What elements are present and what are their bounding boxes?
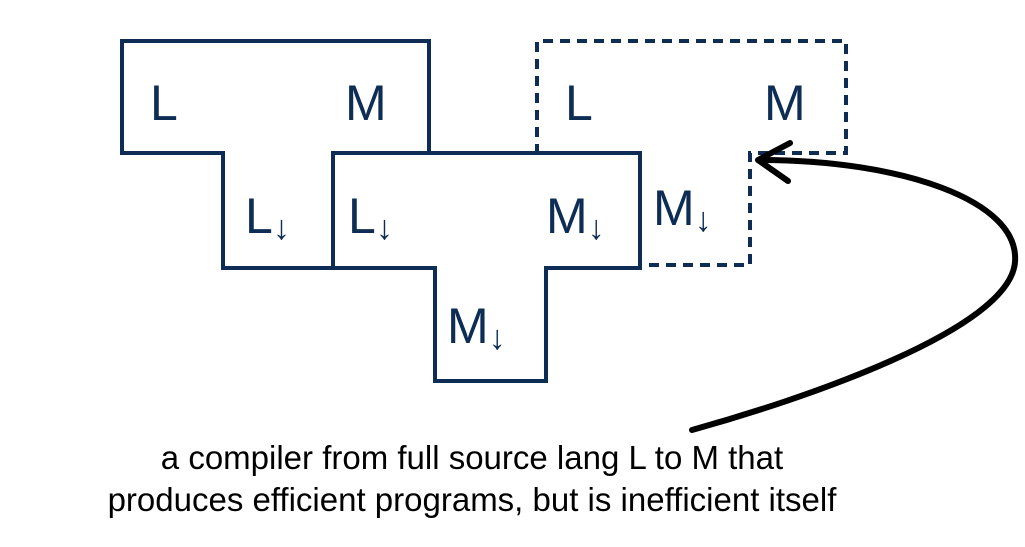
tdiagram-result-target-label: M	[764, 75, 806, 131]
tdiagram-result-outline	[535, 39, 848, 267]
callout-arrow	[689, 140, 1019, 433]
tdiagram-result-impl-label: M↓	[653, 180, 712, 239]
tdiagram-result-source-label: L	[565, 75, 593, 131]
tdiagram-middle-target-label: M↓	[546, 188, 605, 247]
callout-arrow-head	[755, 140, 793, 184]
down-arrow-subscript: ↓	[376, 209, 393, 247]
down-arrow-subscript: ↓	[489, 319, 506, 357]
down-arrow-subscript: ↓	[695, 201, 712, 239]
callout-arrow-curve	[689, 157, 1019, 433]
caption-line-1: a compiler from full source lang L to M …	[160, 439, 784, 476]
caption-line-2: produces efficient programs, but is inef…	[107, 481, 837, 518]
tdiagram-middle-impl-label: M↓	[447, 298, 506, 357]
tdiagram-left-target-label: M	[345, 75, 387, 131]
tdiagram-middle-impl-letter: M	[447, 298, 489, 354]
down-arrow-subscript: ↓	[273, 209, 290, 247]
tdiagram-middle-source-label: L↓	[348, 188, 393, 247]
tdiagram-middle-source-letter: L	[348, 188, 376, 244]
tdiagram-middle-outline	[331, 151, 642, 383]
tdiagram-middle: L↓ M↓ M↓	[331, 151, 642, 383]
tdiagram-left-impl-label: L↓	[245, 188, 290, 247]
tdiagram-middle-target-letter: M	[546, 188, 588, 244]
tdiagram-left-impl-letter: L	[245, 188, 273, 244]
tdiagram-left-source-label: L	[150, 75, 178, 131]
down-arrow-subscript: ↓	[588, 209, 605, 247]
caption: a compiler from full source lang L to M …	[0, 437, 944, 521]
tdiagram-result-impl-letter: M	[653, 180, 695, 236]
tdiagram-result-dashed: L M M↓	[535, 39, 848, 267]
